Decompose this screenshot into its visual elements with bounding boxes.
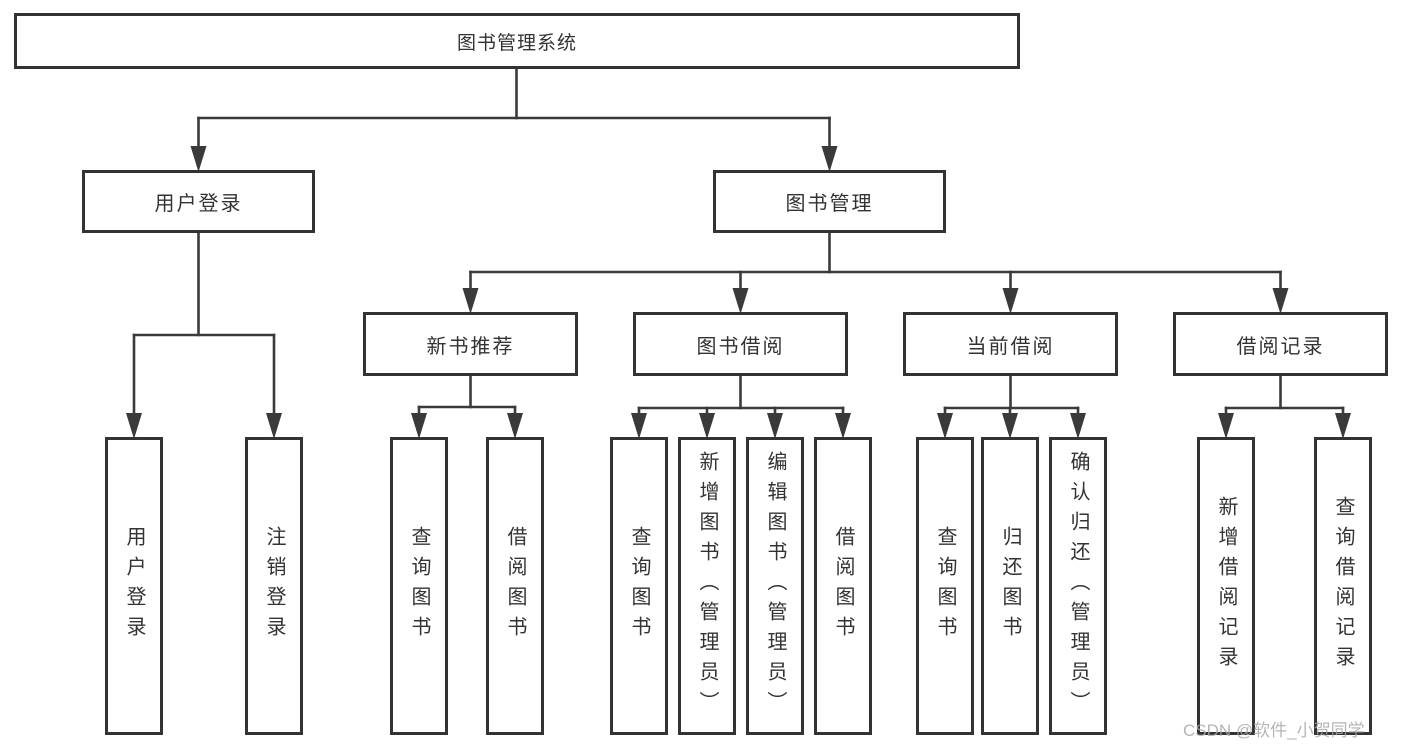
leaf-add-borrow-record-label: 新增借阅记录 xyxy=(1215,496,1237,676)
leaf-logout: 注销登录 xyxy=(245,437,303,735)
leaf-user-login-label: 用户登录 xyxy=(123,526,145,646)
leaf-user-login: 用户登录 xyxy=(105,437,163,735)
node-root: 图书管理系统 xyxy=(14,13,1020,69)
leaf-edit-books-admin-label: 编辑图书（管理员） xyxy=(764,451,786,721)
leaf-add-books-admin-label: 新增图书（管理员） xyxy=(696,451,718,721)
leaf-confirm-return-admin: 确认归还（管理员） xyxy=(1049,437,1107,735)
node-root-label: 图书管理系统 xyxy=(456,32,577,54)
node-new-book-recommend-label: 新书推荐 xyxy=(426,335,515,358)
leaf-return-books: 归还图书 xyxy=(981,437,1039,735)
leaf-logout-label: 注销登录 xyxy=(263,526,285,646)
leaf-query-borrow-record-label: 查询借阅记录 xyxy=(1332,496,1354,676)
leaf-query-books-current-label: 查询图书 xyxy=(934,526,956,646)
leaf-borrow-books-label: 借阅图书 xyxy=(832,526,854,646)
node-borrow-records: 借阅记录 xyxy=(1173,312,1388,376)
node-book-management: 图书管理 xyxy=(713,170,946,233)
node-user-login-label: 用户登录 xyxy=(154,193,243,215)
leaf-return-books-label: 归还图书 xyxy=(999,526,1021,646)
leaf-query-books-recommend-label: 查询图书 xyxy=(408,526,430,646)
node-book-borrow: 图书借阅 xyxy=(633,312,848,376)
node-current-borrow-label: 当前借阅 xyxy=(966,335,1055,358)
leaf-query-books-current: 查询图书 xyxy=(916,437,974,735)
leaf-borrow-books-recommend-label: 借阅图书 xyxy=(504,526,526,646)
node-current-borrow: 当前借阅 xyxy=(903,312,1118,376)
leaf-confirm-return-admin-label: 确认归还（管理员） xyxy=(1067,451,1089,721)
node-book-management-label: 图书管理 xyxy=(785,193,874,215)
leaf-borrow-books: 借阅图书 xyxy=(814,437,872,735)
leaf-query-borrow-record: 查询借阅记录 xyxy=(1314,437,1372,735)
leaf-add-books-admin: 新增图书（管理员） xyxy=(678,437,736,735)
leaf-query-books-borrow: 查询图书 xyxy=(610,437,668,735)
leaf-query-books-recommend: 查询图书 xyxy=(390,437,448,735)
leaf-borrow-books-recommend: 借阅图书 xyxy=(486,437,544,735)
node-new-book-recommend: 新书推荐 xyxy=(363,312,578,376)
leaf-edit-books-admin: 编辑图书（管理员） xyxy=(746,437,804,735)
leaf-query-books-borrow-label: 查询图书 xyxy=(628,526,650,646)
leaf-add-borrow-record: 新增借阅记录 xyxy=(1197,437,1255,735)
node-borrow-records-label: 借阅记录 xyxy=(1236,335,1325,358)
node-user-login: 用户登录 xyxy=(82,170,315,233)
node-book-borrow-label: 图书借阅 xyxy=(696,335,785,358)
watermark: CSDN @软件_小贺同学 xyxy=(1183,721,1365,740)
